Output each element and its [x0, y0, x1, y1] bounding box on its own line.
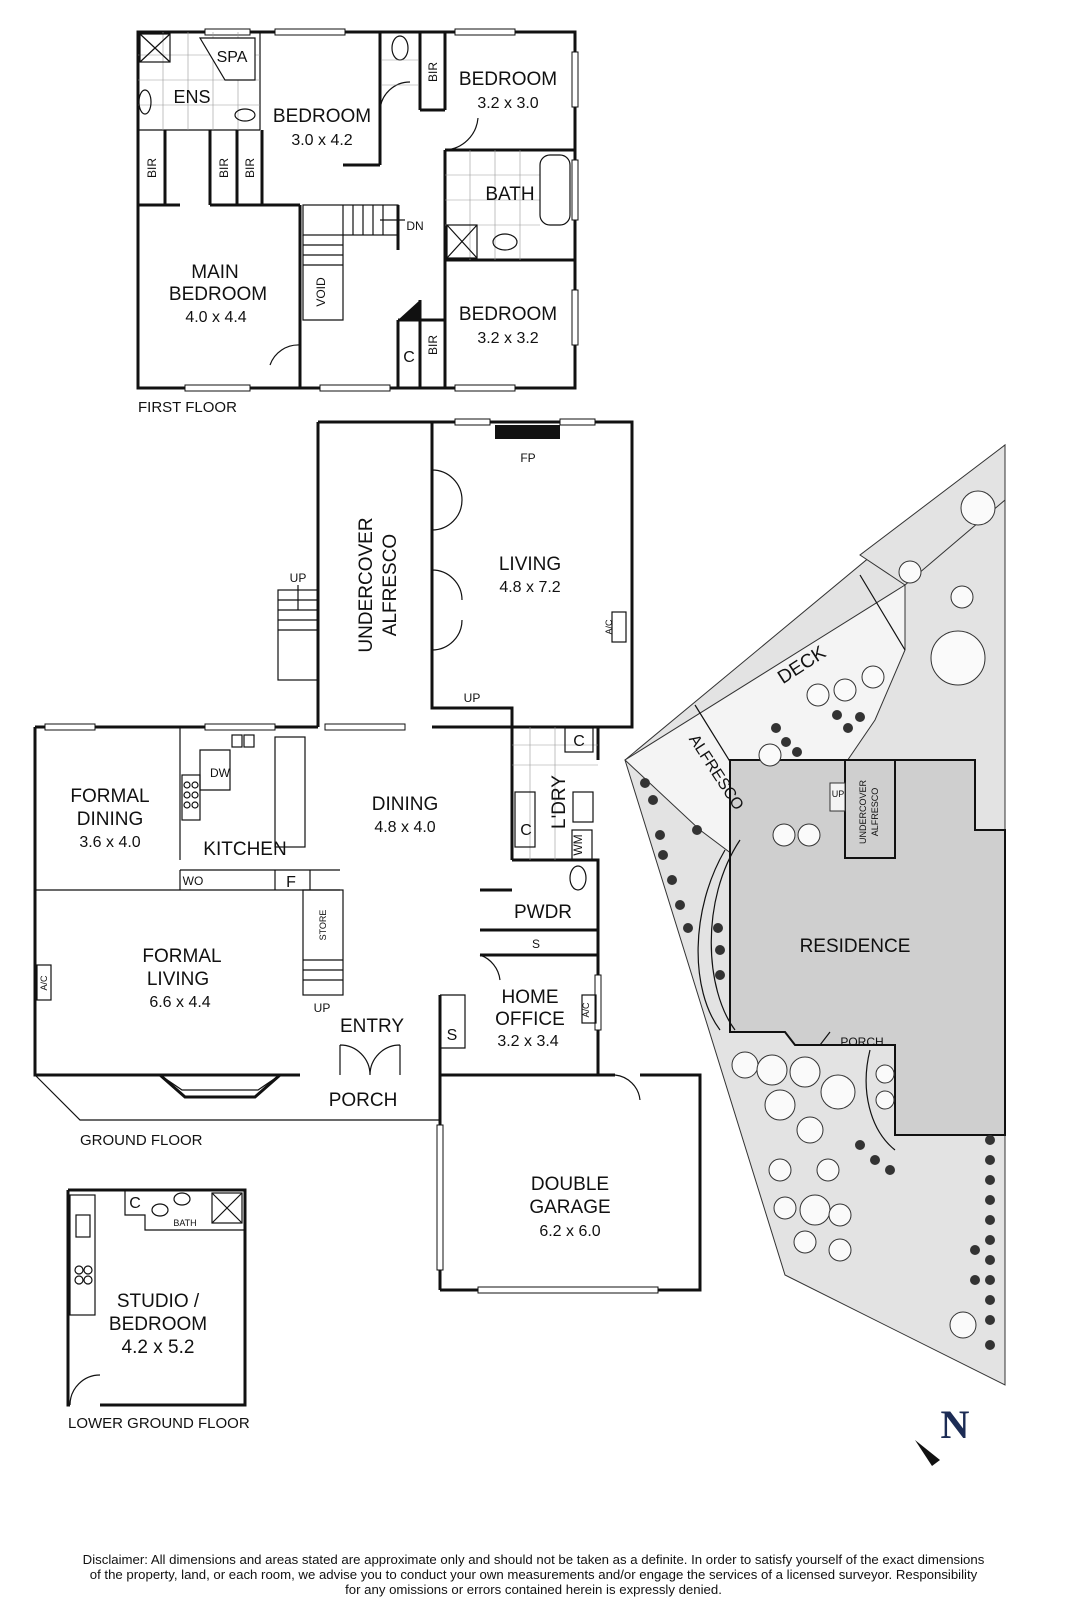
bath-small-label: BATH	[173, 1218, 196, 1228]
bedroom-ne-dims: 3.2 x 3.0	[477, 95, 538, 112]
pwdr-label: PWDR	[514, 902, 572, 923]
main-bedroom-name: MAIN	[191, 262, 239, 283]
first-floor-plan: SPA ENS BEDROOM 3.0 x 4.2 BEDROOM 3.2 x …	[136, 28, 579, 416]
studio-name: STUDIO /	[117, 1291, 200, 1312]
ens-label: ENS	[173, 87, 210, 107]
formal-dining-dims: 3.6 x 4.0	[79, 834, 140, 851]
studio-name-2: BEDROOM	[109, 1314, 207, 1335]
dining-name: DINING	[372, 794, 439, 815]
entry-label: ENTRY	[340, 1016, 404, 1037]
up-label: UP	[314, 1001, 331, 1015]
bedroom-ens-dims: 3.0 x 4.2	[291, 132, 352, 149]
formal-dining-name-2: DINING	[77, 809, 144, 830]
void-label: VOID	[314, 277, 328, 307]
up-label: UP	[464, 691, 481, 705]
disclaimer-line: Disclaimer: All dimensions and areas sta…	[82, 1552, 985, 1567]
site-undercover-alfresco-1: UNDERCOVER	[858, 780, 868, 845]
dining-dims: 4.8 x 4.0	[374, 819, 435, 836]
studio-dims: 4.2 x 5.2	[122, 1337, 195, 1358]
s-label: S	[532, 937, 540, 951]
ground-floor-label: GROUND FLOOR	[80, 1132, 203, 1149]
lower-ground-floor-label: LOWER GROUND FLOOR	[68, 1415, 250, 1432]
ac-label: A/C	[581, 1002, 591, 1018]
dn-label: DN	[406, 219, 423, 233]
fp-label: FP	[520, 451, 535, 465]
porch-label: PORCH	[329, 1090, 398, 1111]
site-undercover-alfresco-2: ALFRESCO	[870, 788, 880, 837]
bedroom-ne-name: BEDROOM	[459, 69, 557, 90]
formal-living-name-2: LIVING	[147, 969, 209, 990]
bir-label: BIR	[217, 158, 231, 178]
bir-label: BIR	[426, 335, 440, 355]
living-dims: 4.8 x 7.2	[499, 579, 560, 596]
dw-label: DW	[210, 766, 231, 780]
north-label: N	[941, 1402, 970, 1447]
formal-living-dims: 6.6 x 4.4	[149, 994, 210, 1011]
bedroom-se-name: BEDROOM	[459, 304, 557, 325]
undercover-alfresco-2: ALFRESCO	[380, 534, 401, 636]
site-plan: DECK ALFRESCO UNDERCOVER ALFRESCO UP RES…	[624, 443, 1006, 1386]
bir-label: BIR	[243, 158, 257, 178]
main-bedroom-name-2: BEDROOM	[169, 284, 267, 305]
ground-floor-plan: LIVING 4.8 x 7.2 FP UNDERCOVER ALFRESCO …	[33, 418, 702, 1294]
double-garage-dims: 6.2 x 6.0	[539, 1223, 600, 1240]
undercover-alfresco-1: UNDERCOVER	[356, 517, 377, 652]
kitchen-label: KITCHEN	[203, 839, 286, 860]
main-bedroom-dims: 4.0 x 4.4	[185, 309, 246, 326]
cupboard-label: C	[520, 822, 532, 839]
living-name: LIVING	[499, 554, 561, 575]
site-porch-label: PORCH	[840, 1035, 883, 1049]
formal-dining-name: FORMAL	[70, 786, 149, 807]
bath-label: BATH	[485, 184, 534, 205]
bedroom-se-dims: 3.2 x 3.2	[477, 330, 538, 347]
wm-label: WM	[571, 834, 585, 855]
cupboard-label: C	[129, 1195, 141, 1212]
ac-label: A/C	[604, 619, 614, 635]
cupboard-label: C	[573, 733, 585, 750]
double-garage-name-2: GARAGE	[529, 1197, 610, 1218]
disclaimer: Disclaimer: All dimensions and areas sta…	[14, 1552, 1053, 1597]
home-office-dims: 3.2 x 3.4	[497, 1033, 558, 1050]
bedroom-ens-name: BEDROOM	[273, 106, 371, 127]
store-label: STORE	[318, 910, 328, 941]
wo-label: WO	[183, 874, 204, 888]
bir-label: BIR	[426, 62, 440, 82]
site-up-label: UP	[832, 789, 845, 799]
double-garage-name: DOUBLE	[531, 1174, 609, 1195]
north-arrow-icon: N	[915, 1402, 970, 1466]
formal-living-name: FORMAL	[142, 946, 221, 967]
disclaimer-line: for any omissions or errors contained he…	[345, 1582, 722, 1597]
home-office-name: HOME	[502, 987, 559, 1008]
first-floor-label: FIRST FLOOR	[138, 399, 237, 416]
bir-label: BIR	[145, 158, 159, 178]
lower-ground-floor-plan: C BATH STUDIO / BEDROOM 4.2 x 5.2 LOWER …	[66, 1188, 250, 1432]
ldry-label: L'DRY	[549, 775, 570, 829]
residence-label: RESIDENCE	[800, 936, 911, 957]
home-office-name-2: OFFICE	[495, 1009, 565, 1030]
cupboard-label: C	[403, 349, 415, 366]
f-label: F	[286, 874, 296, 891]
disclaimer-line: of the property, land, or each room, we …	[89, 1567, 978, 1582]
ac-label: A/C	[39, 975, 49, 991]
s-label: S	[447, 1027, 458, 1044]
spa-label: SPA	[217, 49, 248, 66]
up-label: UP	[290, 571, 307, 585]
